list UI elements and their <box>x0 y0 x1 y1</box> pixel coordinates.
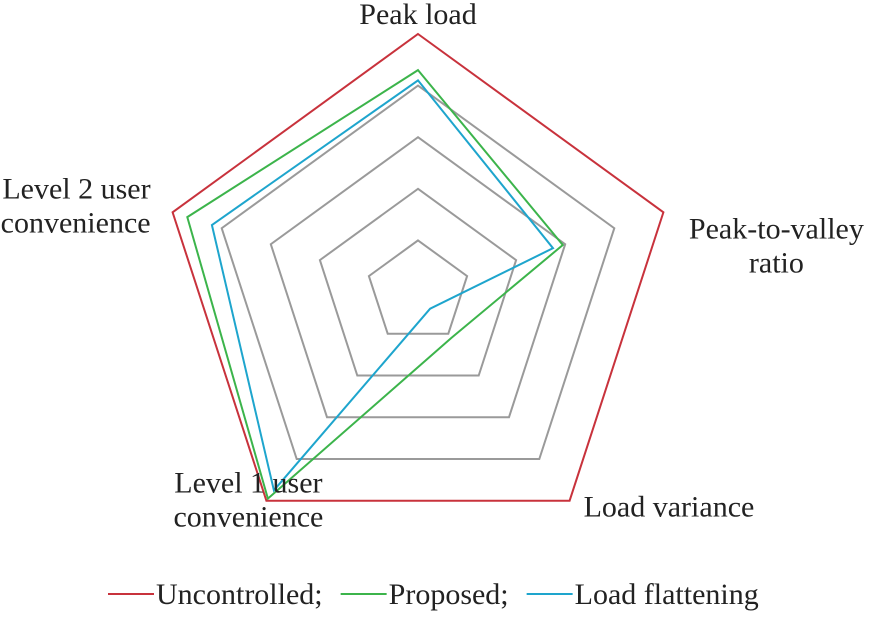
legend-item-proposed: Proposed; <box>340 578 509 611</box>
legend: Uncontrolled; Proposed; Load flattening <box>108 578 759 611</box>
grid-ring-1 <box>367 239 469 335</box>
axis-label-load-variance: Load variance <box>584 491 755 524</box>
legend-item-uncontrolled: Uncontrolled; <box>108 578 323 611</box>
radar-grid <box>220 84 616 460</box>
grid-ring-2 <box>318 187 518 377</box>
legend-label: Uncontrolled; <box>156 578 323 611</box>
grid-ring-4 <box>220 84 616 460</box>
series-proposed <box>186 68 565 501</box>
series-load-flattening <box>210 79 555 493</box>
legend-label: Load flattening <box>575 578 759 611</box>
legend-item-load-flattening: Load flattening <box>526 578 759 611</box>
axis-label-peak-load: Peak load <box>359 0 476 31</box>
series-uncontrolled <box>171 32 665 502</box>
legend-label: Proposed; <box>389 578 509 611</box>
grid-ring-3 <box>269 135 567 419</box>
radar-series <box>171 32 665 502</box>
